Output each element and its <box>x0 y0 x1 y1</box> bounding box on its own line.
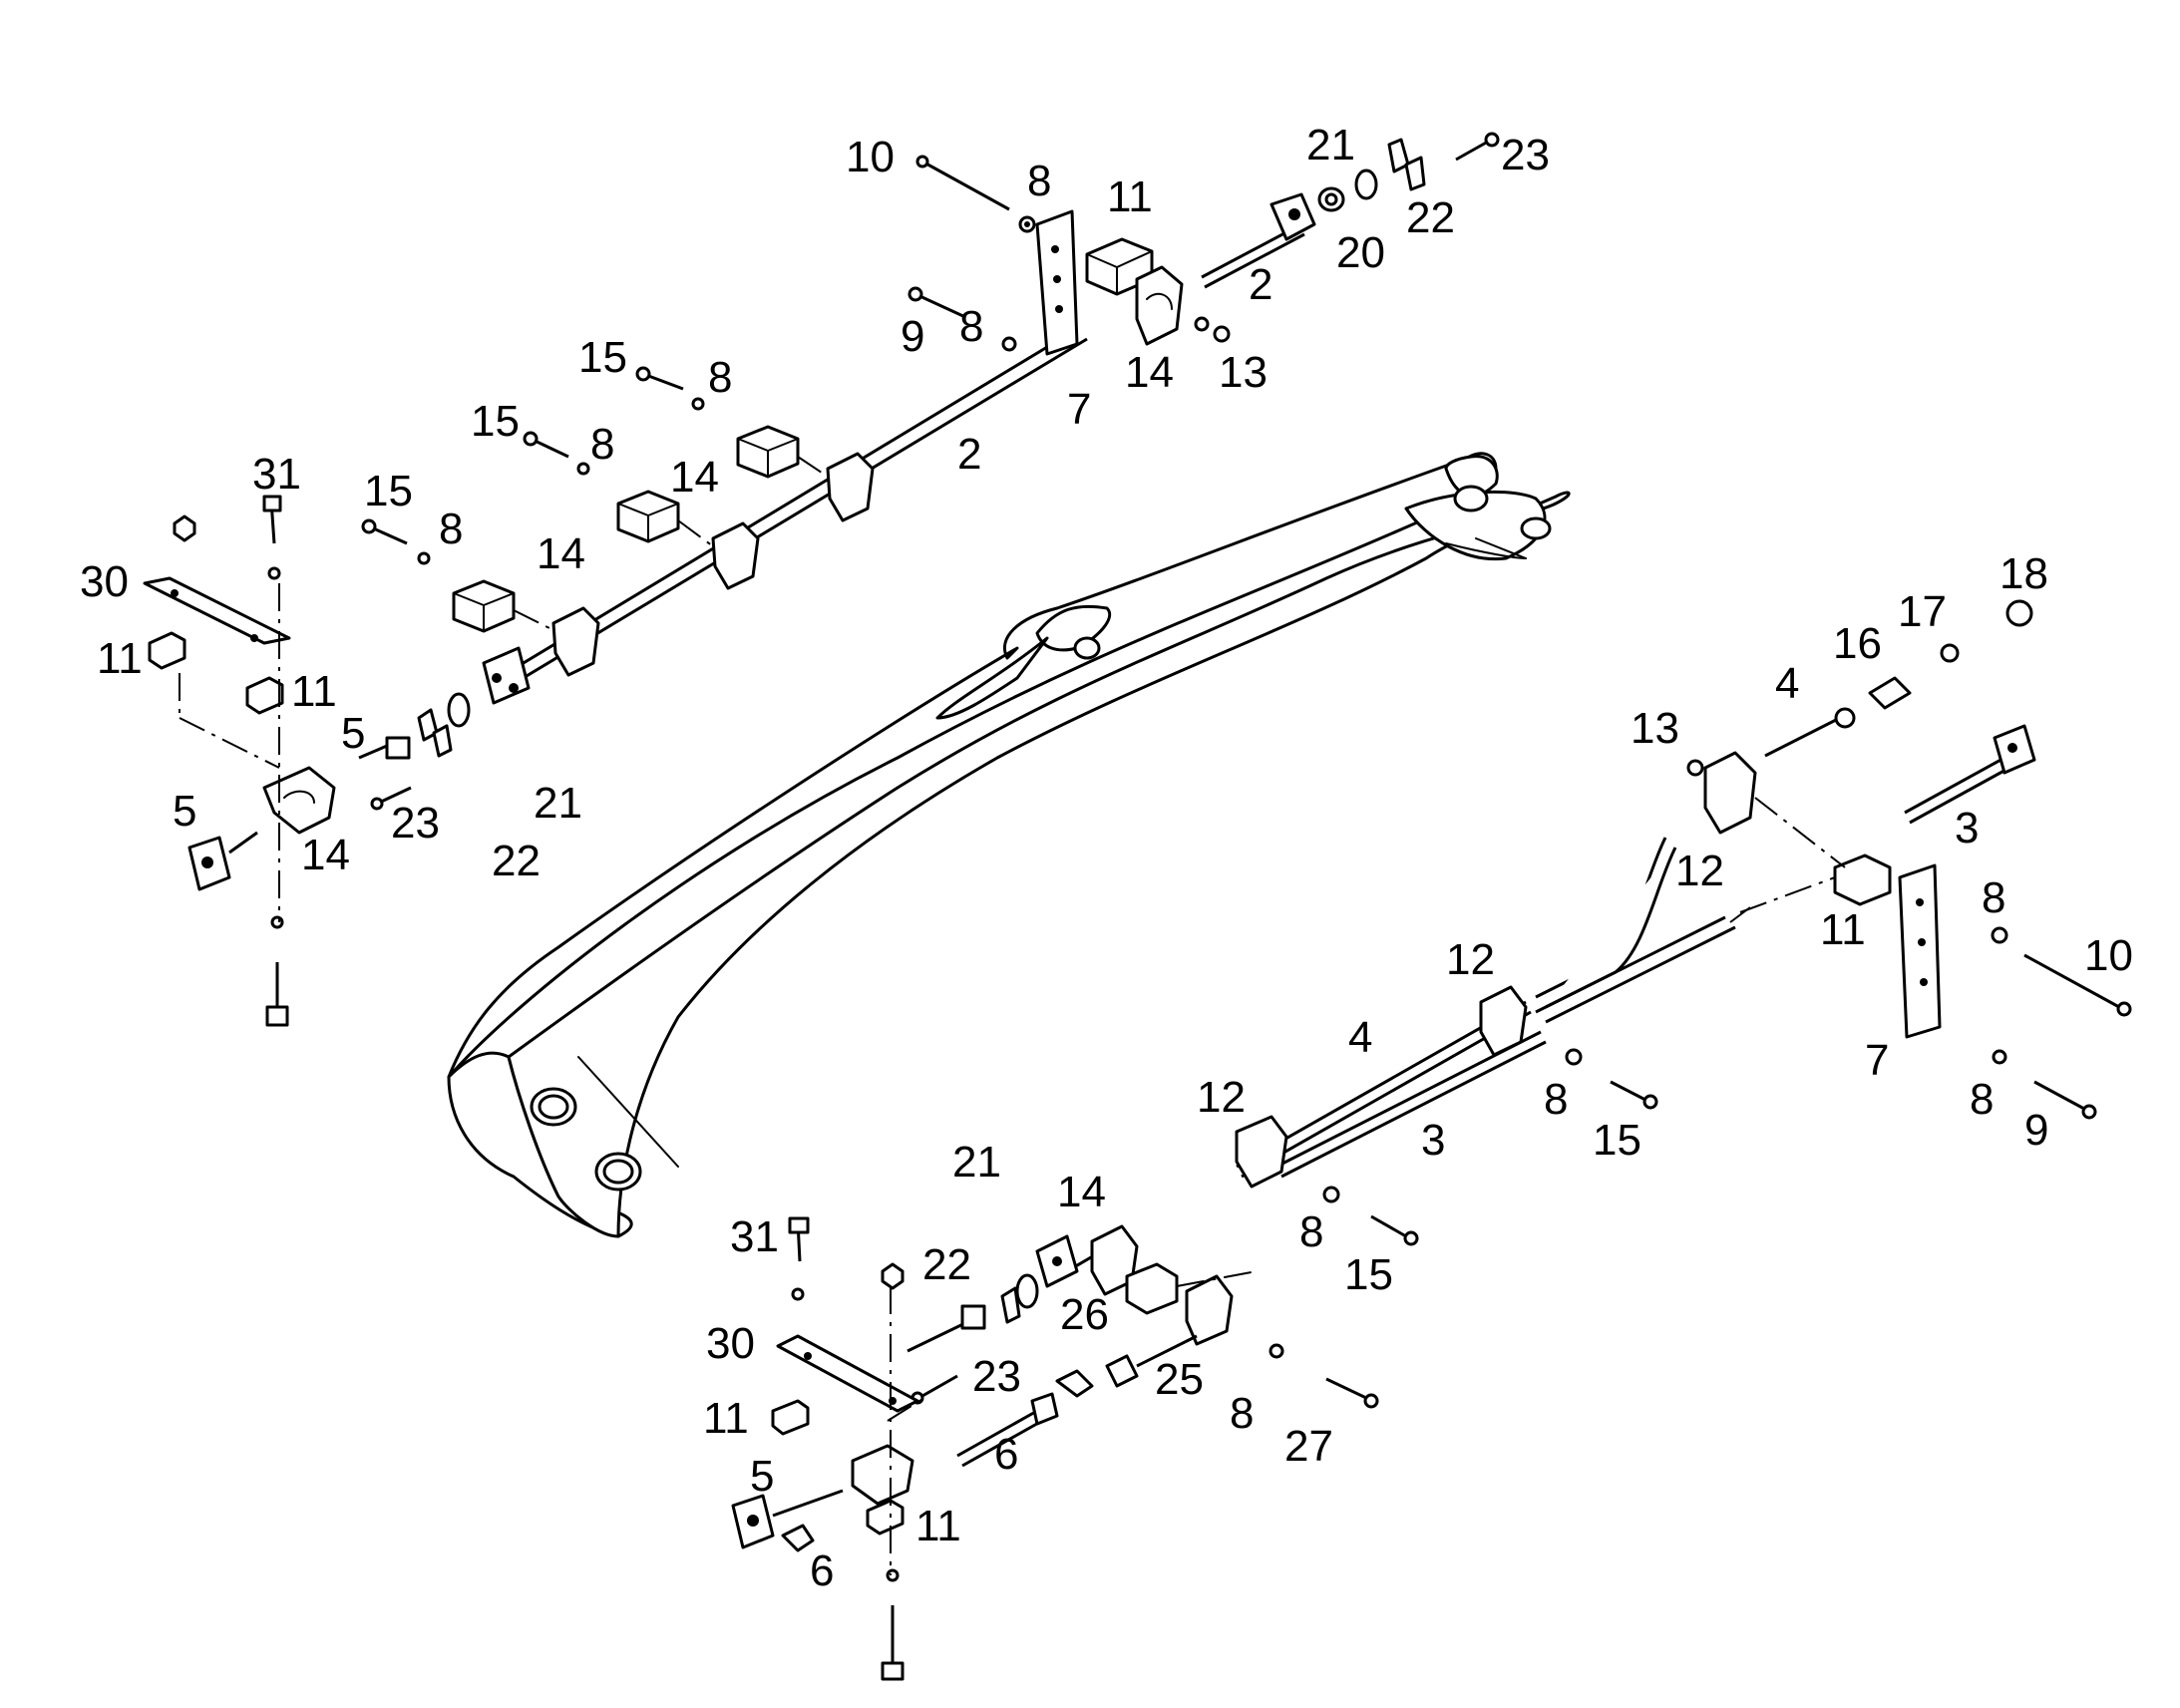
label-11: 11 <box>1820 905 1866 954</box>
label-8: 8 <box>959 302 983 351</box>
label-8: 8 <box>590 420 614 469</box>
label-5: 5 <box>341 709 365 758</box>
label-8: 8 <box>1230 1389 1254 1438</box>
label-27: 27 <box>1284 1422 1333 1471</box>
label-15: 15 <box>578 333 627 382</box>
label-22: 22 <box>492 837 541 885</box>
label-4: 4 <box>1348 1013 1372 1062</box>
label-14: 14 <box>1125 348 1174 397</box>
label-7: 7 <box>1067 385 1091 434</box>
label-8: 8 <box>708 353 732 402</box>
callout-labels: 10 8 11 21 23 22 20 2 9 8 14 13 7 2 15 8… <box>80 121 2133 1595</box>
label-30: 30 <box>80 557 129 606</box>
label-15: 15 <box>1593 1116 1641 1165</box>
label-5: 5 <box>750 1452 774 1501</box>
label-7: 7 <box>1865 1036 1889 1085</box>
label-11: 11 <box>291 667 337 716</box>
upper-pipe-assembly <box>143 132 1500 1027</box>
label-11: 11 <box>97 634 143 683</box>
label-10: 10 <box>2084 931 2133 980</box>
label-14: 14 <box>670 453 719 502</box>
label-17: 17 <box>1898 587 1947 636</box>
label-18: 18 <box>1999 549 2048 598</box>
label-26: 26 <box>1060 1290 1109 1339</box>
label-6: 6 <box>810 1546 834 1595</box>
label-23: 23 <box>972 1352 1021 1401</box>
label-4: 4 <box>1775 659 1799 708</box>
label-2: 2 <box>957 430 981 479</box>
label-14: 14 <box>301 831 350 879</box>
label-16: 16 <box>1833 619 1882 668</box>
label-3: 3 <box>1955 804 1979 853</box>
boom-arm <box>447 452 1571 1238</box>
label-8: 8 <box>1970 1075 1994 1124</box>
label-8: 8 <box>439 505 463 553</box>
label-14: 14 <box>1057 1168 1106 1216</box>
label-21: 21 <box>534 779 582 828</box>
label-2: 2 <box>1249 260 1272 309</box>
label-10: 10 <box>846 133 895 181</box>
label-5: 5 <box>173 787 196 836</box>
label-13: 13 <box>1631 704 1679 753</box>
label-22: 22 <box>1406 193 1455 242</box>
label-23: 23 <box>1501 131 1550 179</box>
label-8: 8 <box>1027 157 1051 205</box>
label-25: 25 <box>1155 1355 1204 1404</box>
label-11: 11 <box>703 1394 749 1443</box>
label-3: 3 <box>1421 1116 1445 1165</box>
label-15: 15 <box>1344 1250 1393 1299</box>
label-12: 12 <box>1446 935 1495 984</box>
label-15: 15 <box>471 397 520 446</box>
label-20: 20 <box>1336 228 1385 277</box>
label-15: 15 <box>364 467 413 515</box>
label-23: 23 <box>391 799 440 848</box>
label-11: 11 <box>1107 172 1153 221</box>
label-31: 31 <box>252 450 301 499</box>
label-6: 6 <box>994 1430 1018 1479</box>
label-8: 8 <box>1544 1075 1568 1124</box>
label-22: 22 <box>922 1240 971 1289</box>
label-11: 11 <box>915 1502 961 1550</box>
label-21: 21 <box>952 1138 1001 1187</box>
label-21: 21 <box>1306 121 1355 170</box>
label-30: 30 <box>706 1319 755 1368</box>
label-8: 8 <box>1299 1207 1323 1256</box>
label-13: 13 <box>1219 348 1268 397</box>
label-12: 12 <box>1197 1073 1246 1122</box>
label-9: 9 <box>901 312 924 361</box>
label-9: 9 <box>2024 1106 2048 1155</box>
label-14: 14 <box>537 529 585 578</box>
lower-pipe-assembly <box>731 1216 1379 1681</box>
label-8: 8 <box>1982 873 2005 922</box>
label-31: 31 <box>730 1212 779 1261</box>
right-pipe-assembly <box>1235 599 2132 1246</box>
label-12: 12 <box>1675 847 1724 895</box>
